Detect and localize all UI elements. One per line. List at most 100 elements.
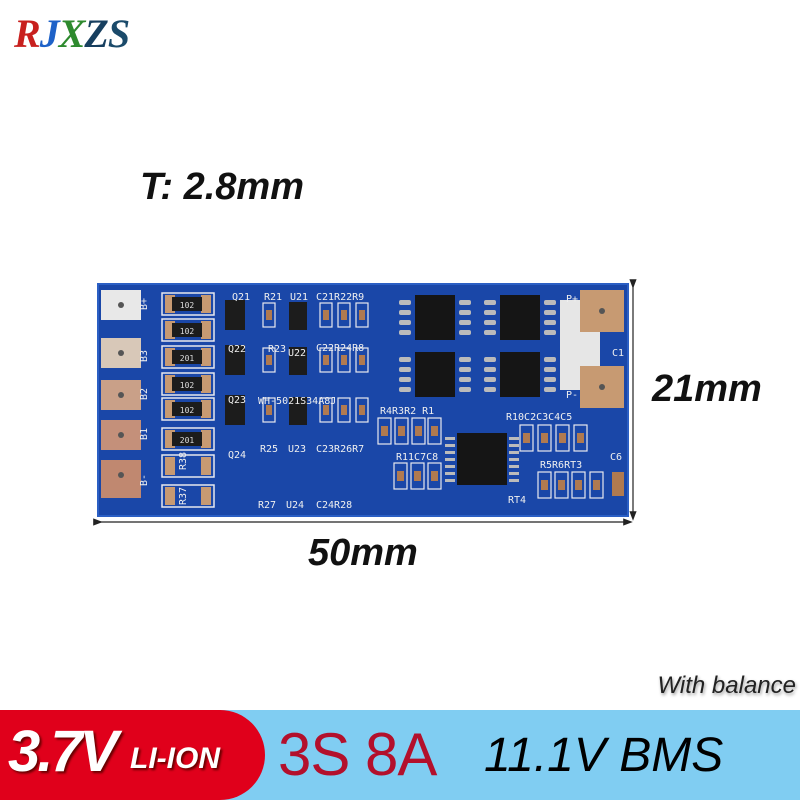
pin	[509, 437, 519, 440]
pin	[544, 387, 556, 392]
component-outline	[393, 462, 408, 490]
component-outline	[394, 417, 409, 445]
smd-part	[398, 426, 405, 436]
capacitor-c6	[612, 472, 624, 496]
resistor-code: 102	[180, 406, 195, 415]
pin	[509, 444, 519, 447]
solder-pad	[165, 400, 175, 418]
mounting-hole	[118, 472, 124, 478]
component-outline	[262, 302, 276, 328]
smd-part	[575, 480, 582, 490]
silkscreen-label: P-	[566, 390, 578, 401]
component-outline	[337, 302, 351, 328]
silkscreen-label: B-	[139, 474, 150, 486]
pin	[544, 320, 556, 325]
component-outline	[427, 417, 442, 445]
logo-letter: Z	[84, 11, 108, 56]
pin	[544, 330, 556, 335]
silkscreen-label: Q21	[232, 292, 250, 303]
silkscreen-label: U21	[290, 292, 308, 303]
solder-pad	[201, 400, 211, 418]
resistor-outline	[161, 292, 215, 316]
smd-part	[323, 405, 329, 415]
component-outline	[573, 424, 588, 452]
silkscreen-label: R27	[258, 500, 276, 511]
silkscreen-label: B1	[139, 428, 150, 440]
pin	[544, 310, 556, 315]
pin	[445, 458, 455, 461]
silkscreen-label: R25	[260, 444, 278, 455]
smd-part	[541, 480, 548, 490]
component-outline	[537, 471, 552, 499]
voltage-text: 3.7V	[8, 719, 118, 784]
smd-part	[323, 310, 329, 320]
pin	[544, 300, 556, 305]
pin	[445, 451, 455, 454]
smd-part	[559, 433, 566, 443]
silkscreen-label: B3	[139, 350, 150, 362]
smd-part	[341, 310, 347, 320]
smd-part	[323, 355, 329, 365]
resistor-outline	[161, 372, 215, 396]
pin	[445, 444, 455, 447]
smd-part	[359, 405, 365, 415]
resistor-outline	[161, 345, 215, 369]
protection-ic	[457, 433, 507, 485]
resistor-outline	[161, 484, 215, 508]
transistor	[225, 395, 245, 425]
mounting-hole	[599, 384, 605, 390]
silkscreen-label: WH-5021S34A8J	[258, 396, 336, 407]
pin	[399, 320, 411, 325]
silkscreen-label: B2	[139, 388, 150, 400]
solder-pad	[201, 348, 211, 366]
silkscreen-label: R37	[178, 487, 189, 505]
component-outline	[410, 462, 425, 490]
pin	[445, 437, 455, 440]
mounting-hole	[118, 350, 124, 356]
pin	[445, 479, 455, 482]
height-label: 21mm	[652, 368, 762, 410]
battery-pad	[101, 460, 141, 498]
component-outline	[319, 302, 333, 328]
mounting-hole	[118, 432, 124, 438]
pin	[399, 310, 411, 315]
smd-part	[558, 480, 565, 490]
solder-pad	[201, 430, 211, 448]
pin	[459, 387, 471, 392]
solder-pad	[165, 457, 175, 475]
silkscreen-label: RT4	[508, 495, 526, 506]
component-outline	[262, 397, 276, 423]
logo-letter: R	[14, 11, 41, 56]
component-outline	[589, 471, 604, 499]
pin	[484, 387, 496, 392]
smd-part	[359, 355, 365, 365]
silkscreen-label: R11C7C8	[396, 452, 438, 463]
component-outline	[355, 302, 369, 328]
mounting-hole	[118, 392, 124, 398]
pin	[459, 330, 471, 335]
smd-part	[577, 433, 584, 443]
pin	[484, 300, 496, 305]
pin	[399, 330, 411, 335]
pin	[399, 357, 411, 362]
resistor-code: 102	[180, 327, 195, 336]
brand-logo: RJXZS	[14, 11, 130, 56]
smd-part	[593, 480, 600, 490]
mosfet	[415, 352, 455, 397]
smd-part	[523, 433, 530, 443]
pin	[445, 472, 455, 475]
smd-part	[359, 310, 365, 320]
pin	[459, 300, 471, 305]
solder-pad	[201, 457, 211, 475]
silkscreen-label: R38	[178, 452, 189, 470]
component-outline	[537, 424, 552, 452]
silkscreen-label: C24R28	[316, 500, 352, 511]
pin	[459, 310, 471, 315]
smd-resistor	[172, 377, 202, 391]
silkscreen-label: C6	[610, 452, 622, 463]
pin	[509, 451, 519, 454]
smd-part	[266, 405, 272, 415]
transistor	[225, 300, 245, 330]
solder-pad	[165, 487, 175, 505]
solder-pad	[201, 321, 211, 339]
